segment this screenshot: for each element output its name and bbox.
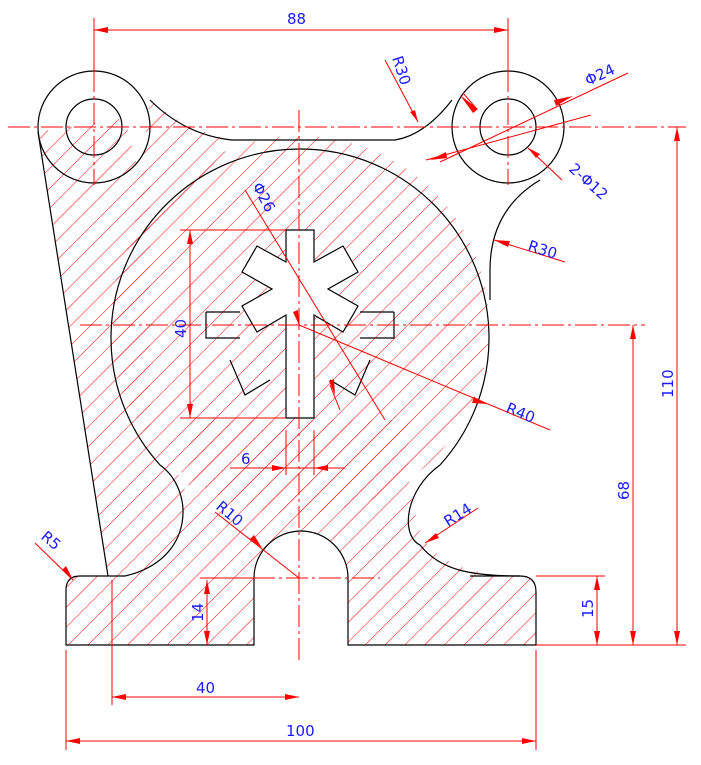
dim-text-r30-top: R30 — [388, 54, 414, 88]
spline-side-keys — [205, 311, 395, 396]
dim-r40-line — [298, 324, 551, 431]
dim-text-r40: R40 — [504, 399, 538, 427]
dim-phi26-line — [244, 189, 386, 421]
dim-text-phi24: Φ24 — [582, 60, 618, 89]
dim-text-6: 6 — [241, 450, 251, 468]
dim-text-r30-right: R30 — [526, 237, 560, 263]
base-outline — [65, 530, 537, 646]
right-r30-fillet — [489, 179, 541, 300]
dim-text-110: 110 — [659, 369, 677, 398]
dim-text-14: 14 — [189, 603, 207, 622]
left-lower-curve — [108, 464, 184, 577]
hatched-section — [38, 100, 536, 645]
right-lower-curve — [407, 464, 521, 577]
hub-arc — [110, 148, 490, 466]
dim-2phi12-line — [425, 114, 592, 161]
dim-text-100: 100 — [286, 722, 315, 740]
hatch-base — [66, 420, 536, 645]
dim-text-2phi12: 2-Φ12 — [565, 160, 611, 204]
dim-text-40-horizontal: 40 — [196, 679, 215, 697]
dim-text-68: 68 — [615, 481, 633, 500]
dim-text-15: 15 — [579, 599, 597, 618]
dim-text-88: 88 — [287, 10, 306, 28]
left-outer-edge — [37, 131, 109, 577]
spline-hole — [241, 229, 359, 419]
dim-r10-line — [214, 511, 300, 579]
top-fillet-arc — [149, 99, 453, 141]
dimension-lines — [34, 18, 686, 750]
dim-text-r14: R14 — [441, 499, 476, 530]
dim-text-40-vertical: 40 — [172, 319, 190, 338]
